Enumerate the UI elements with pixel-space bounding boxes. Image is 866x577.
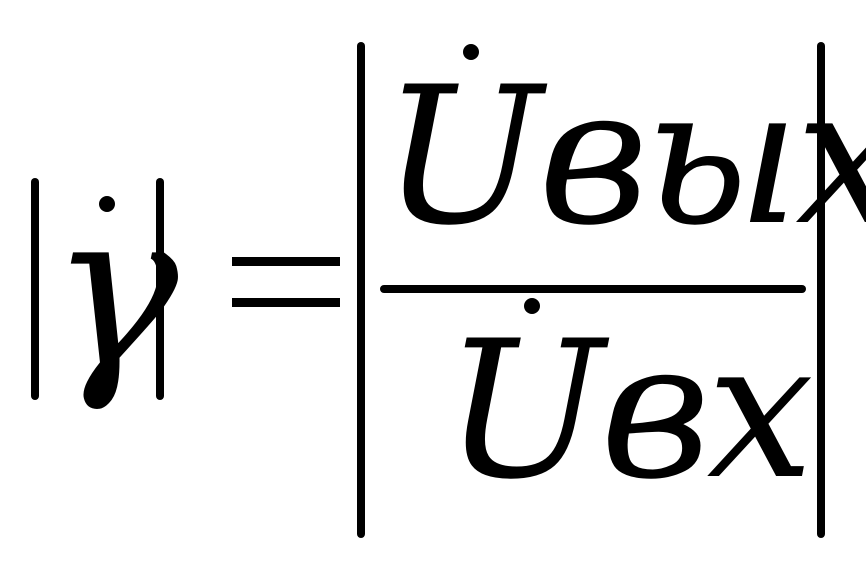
- equals-bottom-stroke: [232, 298, 340, 307]
- denominator-derivative-dot: [524, 298, 540, 314]
- lhs-abs-bar-right: [156, 178, 164, 400]
- numerator-derivative-dot: [463, 44, 479, 60]
- lhs-derivative-dot: [99, 196, 115, 212]
- rhs-abs-bar-left: [357, 42, 365, 538]
- fraction-line: [380, 285, 806, 293]
- rhs-abs-bar-right: [817, 42, 825, 538]
- numerator-text: Uвых: [382, 46, 866, 267]
- equals-top-stroke: [232, 257, 340, 266]
- lhs-abs-bar-left: [31, 178, 39, 400]
- denominator-text: Uвх: [444, 300, 814, 521]
